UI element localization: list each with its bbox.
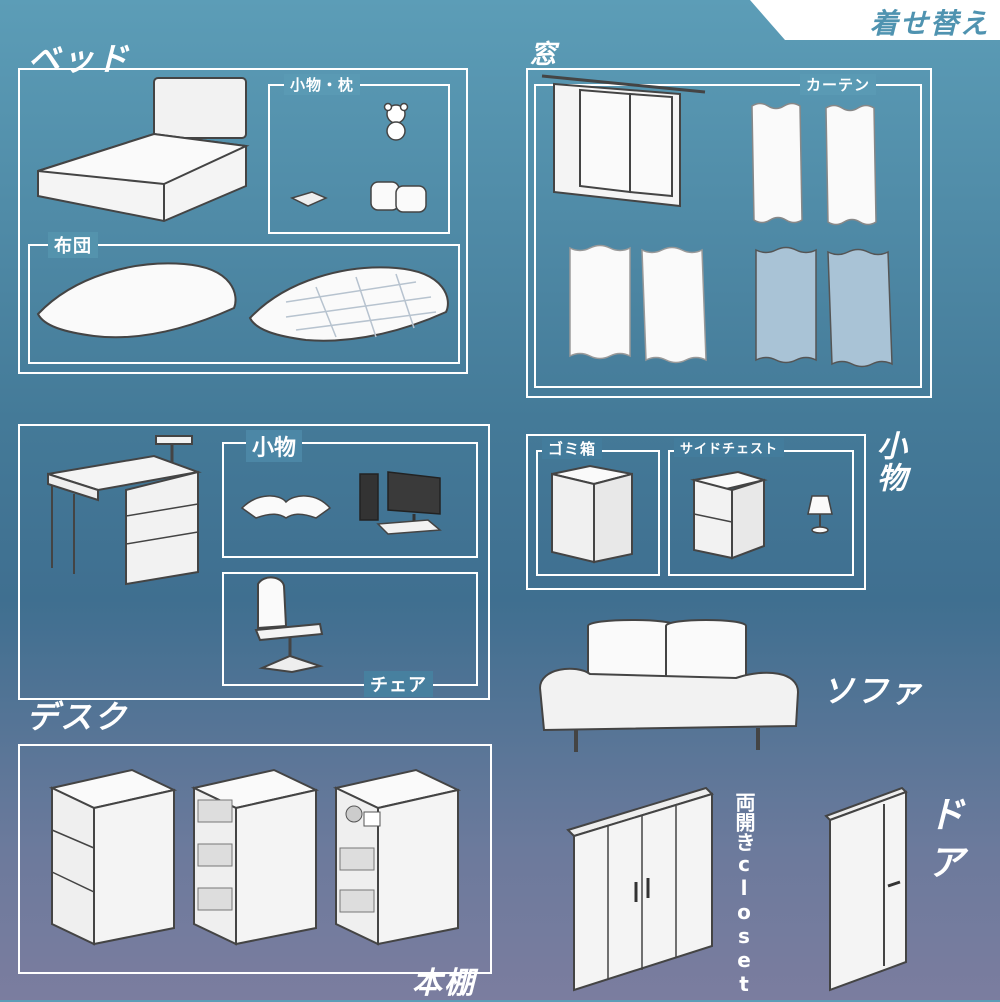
chair-label: チェア bbox=[364, 671, 433, 697]
futon-frame bbox=[28, 244, 460, 364]
desk-illustration[interactable] bbox=[44, 434, 204, 586]
blue-curtain-pair[interactable] bbox=[752, 246, 902, 370]
page-title: 着せ替え bbox=[869, 7, 990, 40]
curtain-label: カーテン bbox=[800, 74, 877, 95]
chair-frame bbox=[222, 572, 478, 686]
desk-small-items-label: 小物 bbox=[246, 430, 303, 462]
computer-icon[interactable] bbox=[358, 470, 448, 536]
pillows-icon[interactable] bbox=[368, 178, 430, 214]
closet-title: 両開きcloset bbox=[732, 792, 756, 996]
sofa-illustration[interactable] bbox=[536, 618, 800, 758]
bed-illustration[interactable] bbox=[34, 76, 264, 226]
checked-futon-illustration[interactable] bbox=[246, 262, 458, 346]
futon-label: 布団 bbox=[48, 232, 98, 258]
window-illustration[interactable] bbox=[540, 74, 710, 214]
small-pillow-icon[interactable] bbox=[289, 190, 330, 210]
teddy-bear-icon[interactable] bbox=[380, 102, 412, 142]
window-title: 窓 bbox=[530, 40, 559, 70]
desk-frame bbox=[18, 424, 490, 700]
bookshelf-decorated-illustration[interactable] bbox=[332, 768, 462, 948]
office-chair-illustration[interactable] bbox=[250, 576, 330, 680]
bookshelf-title: 本棚 bbox=[412, 966, 476, 1001]
side-chest-label: サイドチェスト bbox=[674, 438, 785, 457]
double-closet-illustration[interactable] bbox=[566, 786, 716, 992]
misc-frame bbox=[526, 434, 866, 590]
bookshelf-frame bbox=[18, 744, 492, 974]
lamp-icon[interactable] bbox=[806, 492, 834, 536]
trash-can-illustration[interactable] bbox=[550, 462, 634, 566]
door-title: ドア bbox=[928, 795, 967, 884]
white-curtain-pair-top[interactable] bbox=[748, 100, 908, 226]
header-ribbon bbox=[750, 0, 1000, 40]
sofa-title: ソファ bbox=[822, 672, 925, 710]
bed-frame bbox=[18, 68, 468, 374]
curtain-frame bbox=[534, 84, 922, 388]
open-book-icon[interactable] bbox=[238, 486, 334, 522]
window-frame bbox=[526, 68, 932, 398]
sheer-curtain-pair[interactable] bbox=[566, 244, 716, 368]
desk-small-items-frame bbox=[222, 442, 478, 558]
bed-small-items-label: 小物・枕 bbox=[284, 74, 361, 95]
door-illustration[interactable] bbox=[824, 786, 908, 992]
bed-title: ベッド bbox=[28, 40, 131, 78]
trash-label: ゴミ箱 bbox=[542, 438, 603, 459]
misc-title: 小物 bbox=[871, 430, 906, 494]
side-chest-illustration[interactable] bbox=[690, 470, 768, 560]
plain-futon-illustration[interactable] bbox=[34, 256, 244, 346]
bookshelf-books-illustration[interactable] bbox=[190, 768, 320, 948]
desk-title: デスク bbox=[26, 698, 129, 736]
bookshelf-empty-illustration[interactable] bbox=[48, 768, 178, 948]
